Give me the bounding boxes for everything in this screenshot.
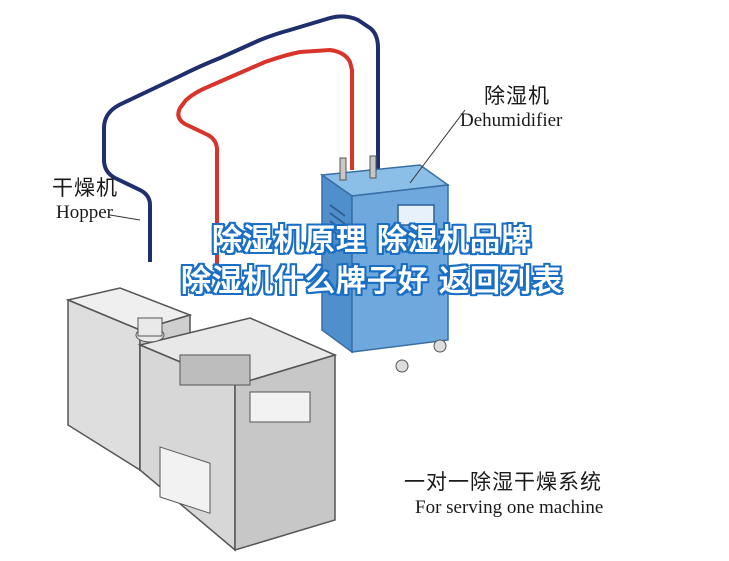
link-back-to-list[interactable]: 返回列表	[439, 264, 563, 299]
system-en-label: For serving one machine	[415, 497, 604, 518]
dehumidifier-en-label: Dehumidifier	[460, 110, 563, 131]
link-principle[interactable]: 除湿机原理	[212, 223, 367, 258]
hopper-en-label: Hopper	[56, 202, 113, 223]
supply-pipe	[176, 47, 354, 278]
link-brands[interactable]: 除湿机品牌	[377, 223, 532, 258]
hopper-cn-label: 干燥机	[52, 176, 118, 200]
dehumidifier-unit	[319, 109, 466, 373]
link-which-brand[interactable]: 除湿机什么牌子好	[181, 264, 429, 299]
return-pipe	[102, 14, 380, 262]
system-cn-label: 一对一除湿干燥系统	[404, 470, 602, 494]
link-overlay: 除湿机原理除湿机品牌 除湿机什么牌子好返回列表	[112, 222, 632, 304]
dehumidifier-cn-label: 除湿机	[484, 84, 550, 108]
injection-machine	[65, 214, 338, 552]
